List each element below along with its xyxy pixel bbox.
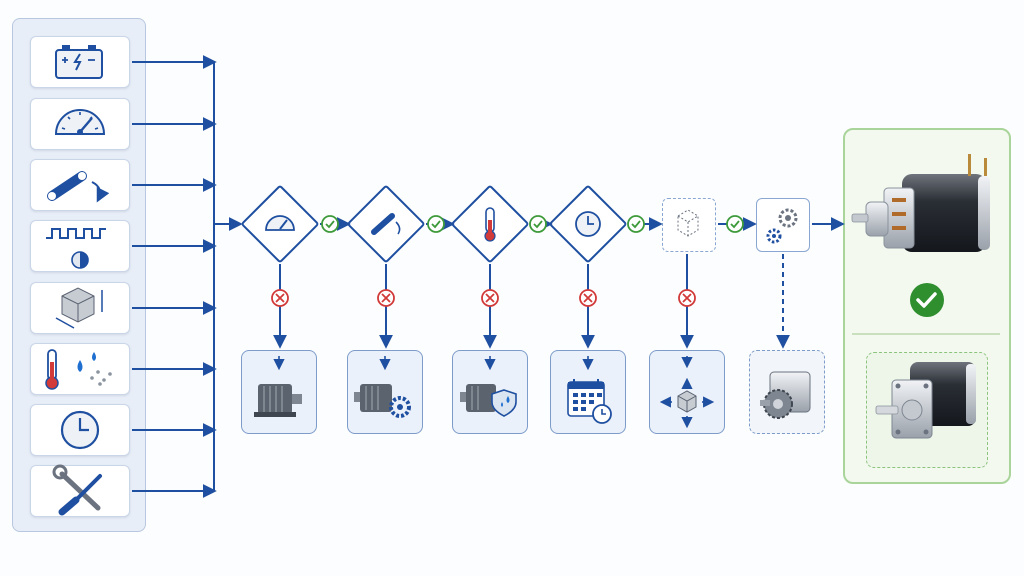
motor-icon	[254, 384, 302, 417]
gears-icon	[766, 208, 798, 244]
fail-markers	[271, 289, 696, 307]
calendar-clock-icon	[567, 379, 612, 424]
gearmotor-icon	[875, 362, 976, 439]
crank-rotation-icon	[47, 171, 110, 203]
clock-icon	[60, 410, 100, 450]
gearbox-icon	[760, 371, 811, 419]
gauge-icon	[54, 109, 106, 135]
x-circle-icon	[377, 289, 395, 307]
x-circle-icon	[271, 289, 289, 307]
crank-rotation-icon	[371, 213, 401, 235]
clock-icon	[575, 211, 601, 237]
check-circle-icon	[529, 215, 547, 233]
input-connectors	[132, 55, 243, 498]
stage-square-5	[662, 198, 716, 252]
pulse-waveform-icon	[46, 228, 106, 269]
cube-outline-icon	[677, 209, 699, 237]
fail-branches	[273, 254, 790, 349]
thermometer-icon	[484, 207, 496, 242]
motor-shield-icon	[460, 384, 517, 417]
battery-icon	[55, 45, 103, 79]
check-circle-icon	[321, 215, 339, 233]
x-circle-icon	[678, 289, 696, 307]
pass-markers	[321, 215, 744, 233]
gauge-icon	[265, 215, 295, 231]
check-badge-icon	[910, 283, 944, 317]
wrench-screwdriver-icon	[52, 464, 102, 516]
x-circle-icon	[579, 289, 597, 307]
thermometer-moisture-icon	[45, 349, 112, 390]
motor-gear-icon	[354, 384, 411, 418]
check-circle-icon	[427, 215, 445, 233]
input-card-rotation	[30, 159, 130, 211]
dc-motor-icon	[851, 154, 990, 252]
cube-arrows-icon	[659, 356, 715, 429]
x-circle-icon	[481, 289, 499, 307]
check-circle-icon	[627, 215, 645, 233]
cube-dimensions-icon	[55, 287, 103, 329]
check-circle-icon	[726, 215, 744, 233]
outcome-arrows	[273, 356, 594, 371]
input-card-waveform	[30, 220, 130, 272]
